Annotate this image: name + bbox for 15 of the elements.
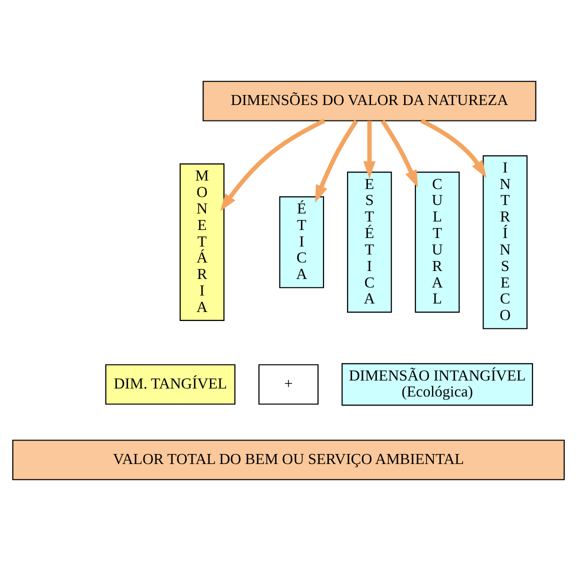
arrow — [363, 120, 376, 179]
node-box: + — [258, 364, 319, 405]
node-box: ESTÉTICA — [347, 172, 392, 313]
node-box: DIM. TANGÍVEL — [105, 364, 236, 405]
arrow — [380, 120, 418, 188]
node-box: DIMENSÕES DO VALOR DA NATUREZA — [202, 80, 536, 122]
node-box: INTRÍNSECO — [482, 155, 528, 330]
node-box: ÉTICA — [279, 196, 324, 288]
node-box: DIMENSÃO INTANGÍVEL (Ecológica) — [342, 363, 534, 406]
arrow — [315, 120, 358, 203]
node-box: VALOR TOTAL DO BEM OU SERVIÇO AMBIENTAL — [12, 440, 565, 480]
arrow — [220, 118, 326, 212]
node-box: CULTURAL — [414, 172, 460, 313]
arrow — [420, 118, 487, 178]
node-box: MONETÁRIA — [180, 163, 224, 321]
